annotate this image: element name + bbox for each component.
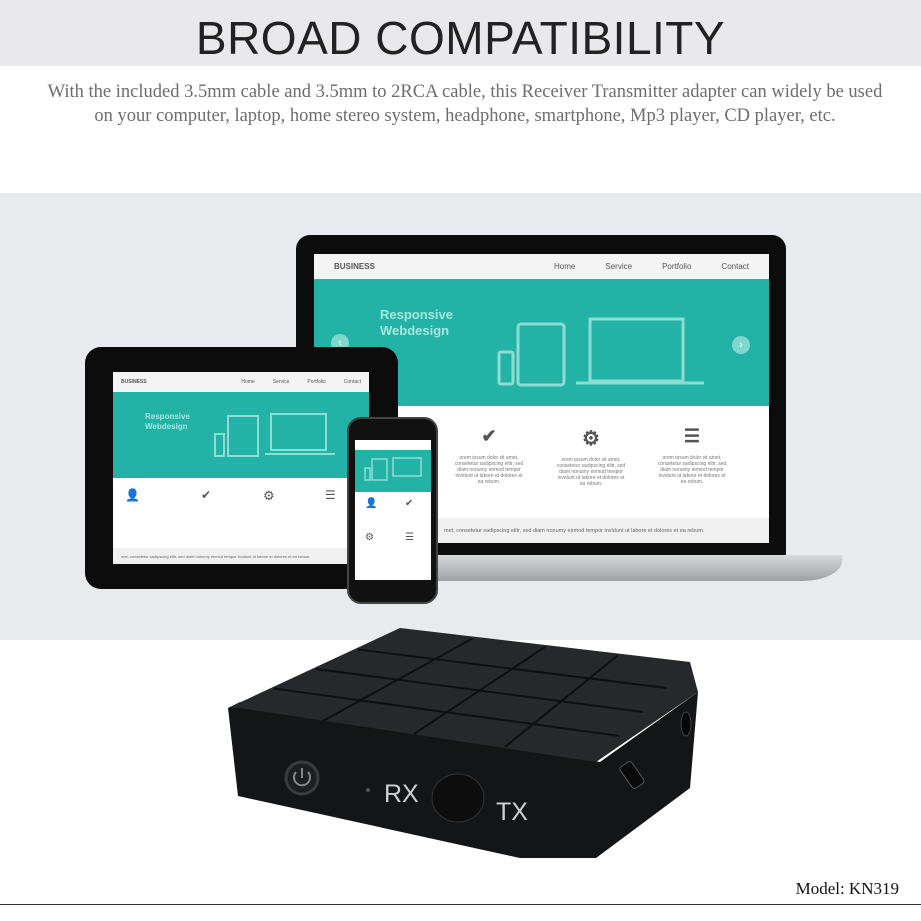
hero-banner (355, 450, 431, 492)
text-align-icon: ☰ (683, 426, 701, 446)
devices-illustration-icon (214, 413, 335, 457)
user-icon: 👤 (125, 488, 140, 502)
nav-service: Service (272, 379, 290, 385)
checkmark-icon: ✔ (481, 426, 497, 446)
phone-screen: 👤 ✔ ⚙ ☰ (355, 440, 431, 580)
device-top-grid (273, 637, 667, 748)
nav-service: Service (605, 262, 633, 271)
hero-line-2: Webdesign (380, 323, 450, 338)
brand: BUSINESS (121, 379, 147, 385)
nav-portfolio: Portfolio (662, 262, 692, 271)
devices-illustration-icon (364, 457, 422, 481)
gear-icon: ⚙ (365, 532, 374, 543)
checkmark-icon: ✔ (201, 488, 212, 502)
model-label: Model: KN319 (795, 879, 899, 898)
bluetooth-adapter: RX TX (228, 628, 698, 858)
tablet-screen: BUSINESS Home Service Portfolio Contact … (113, 372, 369, 564)
description-line-2: on your computer, laptop, home stereo sy… (94, 106, 836, 126)
description: With the included 3.5mm cable and 3.5mm … (20, 80, 910, 128)
device-top (228, 628, 698, 762)
text-align-icon: ☰ (405, 532, 414, 543)
feature-text: orem ipsum dolor sit amet, consetetur sa… (454, 455, 524, 485)
hero-line-2: Webdesign (145, 422, 188, 431)
grid-line (504, 654, 619, 748)
power-symbol-icon (293, 768, 311, 787)
nav-contact: Contact (343, 379, 361, 385)
hero-banner: Responsive Webdesign (113, 392, 369, 478)
devices-illustration-icon (497, 317, 704, 387)
rx-label: RX (384, 780, 419, 808)
hero-line-1: Responsive (380, 307, 453, 322)
user-icon: 👤 (365, 498, 378, 509)
feature-text: orem ipsum dolor sit amet, consetetur sa… (657, 455, 727, 485)
text-align-icon: ☰ (325, 488, 336, 502)
nav-home: Home (554, 262, 576, 271)
description-line-1: With the included 3.5mm cable and 3.5mm … (47, 82, 883, 102)
rx-tx-switch[interactable] (431, 773, 485, 823)
page-title: BROAD COMPATIBILITY (195, 12, 726, 64)
grid-line (357, 648, 667, 689)
tx-label: TX (496, 798, 528, 826)
checkmark-icon: ✔ (405, 498, 414, 509)
footer-text: met, consetetur sadipscing elitr, sed di… (113, 548, 369, 564)
gear-icon: ⚙ (582, 428, 600, 450)
next-arrow-icon: › (732, 336, 750, 354)
nav-portfolio: Portfolio (307, 379, 326, 385)
nav-home: Home (241, 379, 255, 385)
led-indicator (366, 788, 370, 792)
hero-line-1: Responsive (145, 412, 190, 421)
gear-icon: ⚙ (263, 488, 275, 503)
title-band (0, 0, 921, 66)
feature-text: orem ipsum dolor sit amet, consetetur sa… (556, 457, 626, 487)
grid-line (413, 646, 546, 735)
divider (0, 904, 921, 905)
audio-jack (680, 711, 692, 737)
nav-contact: Contact (721, 262, 749, 271)
usb-port (619, 761, 645, 789)
brand: BUSINESS (334, 262, 375, 271)
